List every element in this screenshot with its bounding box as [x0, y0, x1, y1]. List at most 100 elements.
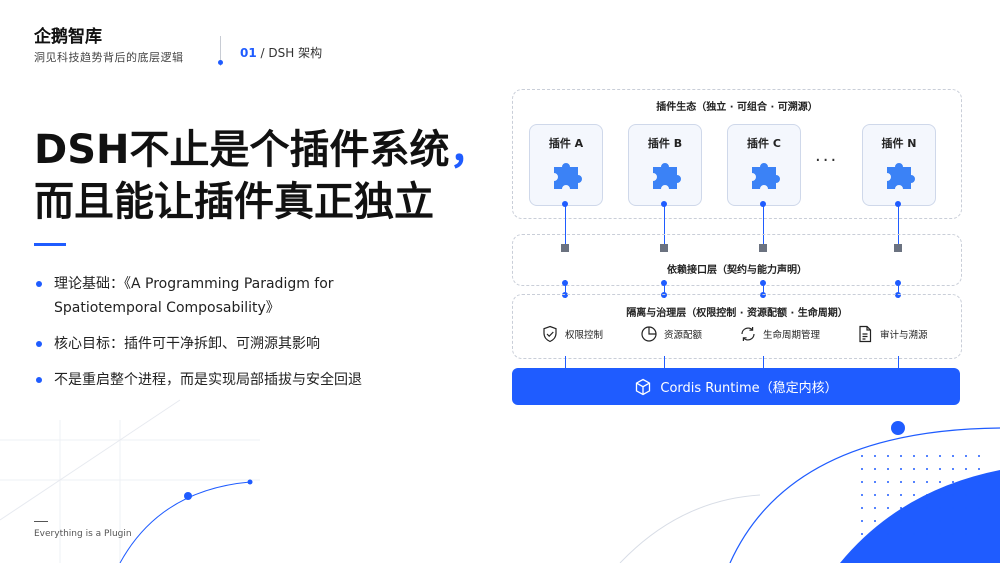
- connector-dot: [760, 201, 766, 207]
- matrix-dot: [965, 494, 967, 496]
- breadcrumb: 01 / DSH 架构: [240, 44, 322, 61]
- left-arc-dot-large: [184, 492, 192, 500]
- governance-item-audit: 审计与溯源: [856, 325, 928, 343]
- connector-line: [565, 280, 566, 298]
- breadcrumb-label: DSH 架构: [268, 46, 323, 60]
- connector-line: [898, 356, 899, 369]
- footer-line: [34, 521, 48, 522]
- puzzle-icon: [887, 163, 915, 189]
- matrix-dot: [939, 533, 941, 535]
- left-arc-dot-small: [247, 479, 253, 485]
- connector-dot: [661, 280, 667, 286]
- governance-item-label: 资源配额: [664, 330, 703, 341]
- governance-item-label: 权限控制: [565, 330, 604, 341]
- connector-line: [664, 204, 665, 246]
- plugin-card-n: 插件 N: [862, 124, 936, 206]
- interface-node: [894, 244, 902, 252]
- matrix-dot: [900, 468, 902, 470]
- document-icon: [859, 325, 872, 343]
- right-arc-dot: [891, 421, 905, 435]
- header-divider: [220, 36, 221, 66]
- matrix-dot: [913, 468, 915, 470]
- matrix-dot: [939, 455, 941, 457]
- connector-line: [664, 356, 665, 369]
- puzzle-icon: [752, 163, 780, 189]
- title-underline: [34, 243, 66, 246]
- dependency-title: 依赖接口层（契约与能力声明）: [667, 265, 807, 276]
- header-divider-dot: [218, 60, 223, 65]
- matrix-dot: [926, 533, 928, 535]
- matrix-dot: [978, 520, 980, 522]
- matrix-dot: [861, 481, 863, 483]
- right-arc-outer: [729, 427, 1000, 563]
- matrix-dot: [952, 494, 954, 496]
- connector-dot: [562, 201, 568, 207]
- list-item: 不是重启整个进程，而是实现局部插拔与安全回退: [34, 368, 434, 392]
- title-comma: ，: [449, 127, 490, 173]
- matrix-dot: [978, 494, 980, 496]
- connector-line: [565, 356, 566, 369]
- matrix-dot: [965, 468, 967, 470]
- connector-line: [898, 204, 899, 246]
- governance-item-permission: 权限控制: [541, 325, 603, 343]
- plugin-label: 插件 N: [881, 137, 917, 150]
- connector-line: [763, 204, 764, 246]
- refresh-cycle-icon: [741, 327, 755, 341]
- matrix-dot: [978, 468, 980, 470]
- matrix-dot: [874, 481, 876, 483]
- matrix-dot: [926, 468, 928, 470]
- brand-subtitle: 洞见科技趋势背后的底层逻辑: [34, 51, 184, 64]
- matrix-dot: [874, 520, 876, 522]
- matrix-dot: [900, 455, 902, 457]
- shield-check-icon: [543, 325, 557, 343]
- plugin-card-b: 插件 B: [628, 124, 702, 206]
- breadcrumb-separator: /: [256, 46, 269, 60]
- connector-line: [763, 280, 764, 298]
- matrix-dot: [900, 533, 902, 535]
- matrix-dot: [861, 507, 863, 509]
- connector-dot: [895, 201, 901, 207]
- isolation-governance-layer: 隔离与治理层（权限控制 · 资源配额 · 生命周期）: [512, 294, 962, 359]
- matrix-dot: [861, 494, 863, 496]
- matrix-dot: [913, 481, 915, 483]
- matrix-dot: [874, 507, 876, 509]
- connector-line: [898, 280, 899, 298]
- matrix-dot: [874, 494, 876, 496]
- matrix-dot: [952, 468, 954, 470]
- title-line-2: 而且能让插件真正独立: [34, 179, 434, 225]
- plugin-ecosystem-layer: 插件生态（独立 · 可组合 · 可溯源）: [512, 89, 962, 219]
- matrix-dot: [874, 468, 876, 470]
- matrix-dot: [926, 481, 928, 483]
- right-big-blob: [840, 470, 1000, 563]
- matrix-dot: [952, 455, 954, 457]
- connector-line: [763, 356, 764, 369]
- brand-title: 企鹅智库: [34, 27, 102, 47]
- matrix-dot: [887, 481, 889, 483]
- connector-line: [664, 280, 665, 298]
- list-item: 理论基础：《A Programming Paradigm for Spatiot…: [34, 272, 434, 320]
- grid-lines: [0, 399, 260, 563]
- governance-item-label: 审计与溯源: [880, 330, 928, 341]
- matrix-dot: [913, 494, 915, 496]
- cordis-runtime-layer: Cordis Runtime（稳定内核）: [512, 368, 960, 405]
- breadcrumb-number: 01: [240, 46, 257, 60]
- plugin-card-c: 插件 C: [727, 124, 801, 206]
- dependency-interface-layer: 依赖接口层（契约与能力声明）: [512, 234, 962, 286]
- matrix-dot: [887, 533, 889, 535]
- list-item: 核心目标：插件可干净拆卸、可溯源其影响: [34, 332, 434, 356]
- matrix-dot: [900, 481, 902, 483]
- connector-dot: [562, 280, 568, 286]
- matrix-dot: [978, 533, 980, 535]
- matrix-dot: [900, 494, 902, 496]
- plugin-label: 插件 B: [647, 137, 683, 150]
- plugin-label: 插件 A: [548, 137, 584, 150]
- interface-node: [759, 244, 767, 252]
- right-arc-faint: [619, 494, 761, 563]
- matrix-dot: [952, 481, 954, 483]
- matrix-dot: [861, 468, 863, 470]
- dot-matrix: [861, 455, 980, 535]
- title-line-1: DSH不止是个插件系统: [34, 127, 450, 173]
- matrix-dot: [874, 533, 876, 535]
- connector-line: [565, 204, 566, 246]
- matrix-dot: [900, 520, 902, 522]
